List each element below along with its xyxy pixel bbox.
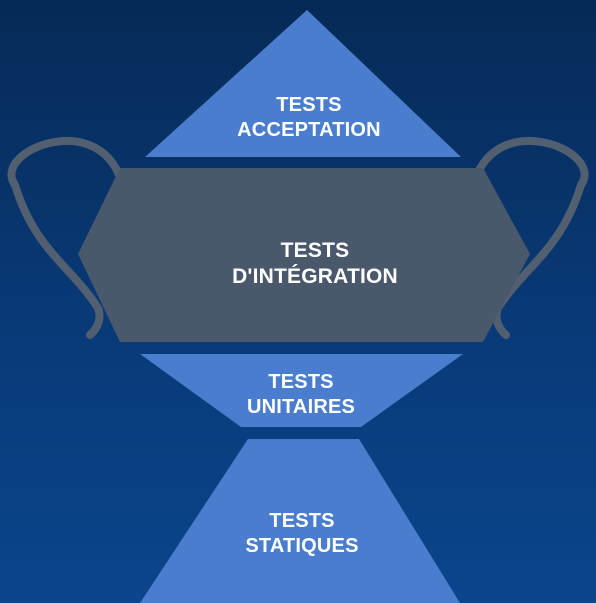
layer-unitaires-line1: TESTS [268, 371, 334, 393]
layer-statiques-line1: TESTS [269, 510, 335, 532]
layer-statiques-shape [140, 439, 460, 603]
layer-unitaires-shape [140, 354, 463, 427]
layer-unitaires-label: TESTS UNITAIRES [247, 370, 355, 420]
layer-integration-label: TESTS D'INTÉGRATION [232, 238, 398, 291]
layer-unitaires-line2: UNITAIRES [246, 396, 356, 418]
layer-acceptation-line2: ACCEPTATION [237, 119, 381, 141]
layer-acceptation-label: TESTS ACCEPTATION [237, 93, 381, 143]
layer-acceptation-shape [145, 10, 461, 157]
layer-integration-line2: D'INTÉGRATION [232, 265, 398, 289]
layer-statiques-line2: STATIQUES [245, 535, 359, 557]
layer-integration-shape [78, 168, 530, 342]
layer-statiques-label: TESTS STATIQUES [245, 509, 358, 559]
layer-acceptation-line1: TESTS [276, 94, 342, 116]
left-handle [7, 137, 127, 339]
layer-integration-line1: TESTS [280, 239, 350, 262]
